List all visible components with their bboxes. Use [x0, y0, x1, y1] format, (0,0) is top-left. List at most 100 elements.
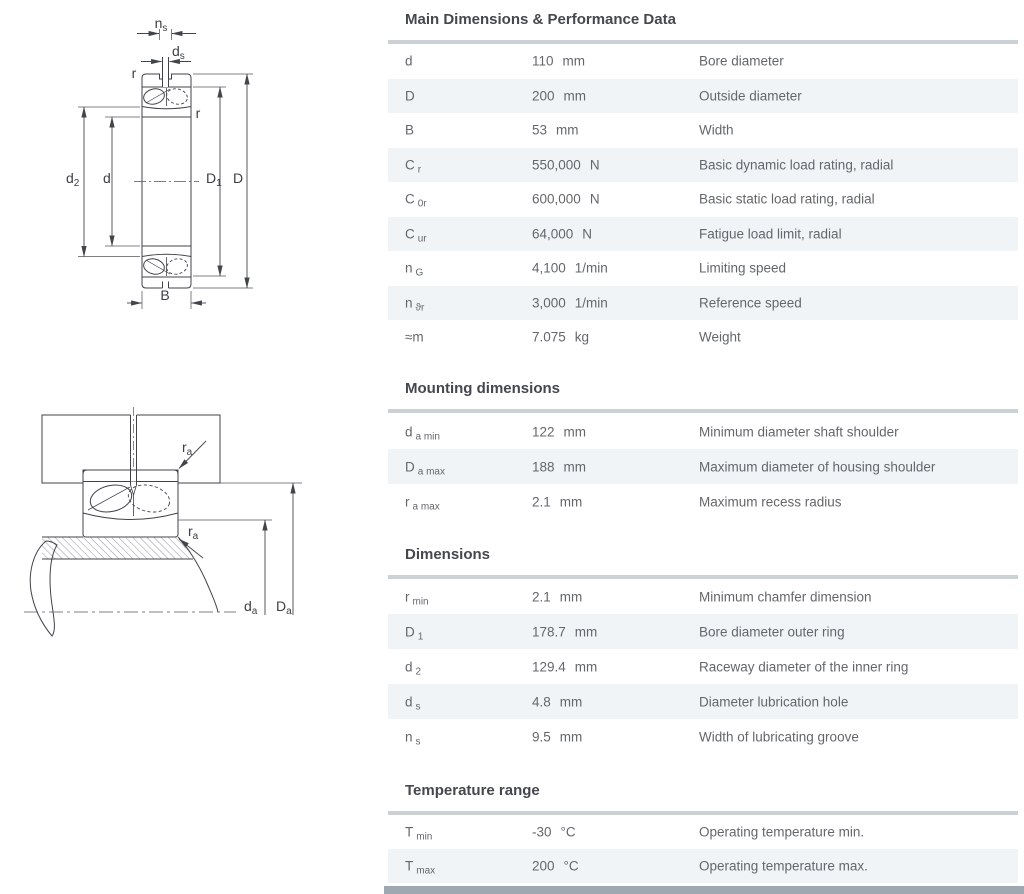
section-divider	[388, 575, 1018, 579]
dim-label-d2: d2	[66, 170, 80, 189]
description-cell: Minimum diameter shaft shoulder	[699, 424, 899, 439]
value-cell: -30°C	[532, 824, 576, 840]
description-cell: Minimum chamfer dimension	[699, 589, 872, 604]
symbol-cell: D	[405, 88, 415, 104]
dim-label-ds: ds	[172, 43, 185, 62]
description-cell: Operating temperature max.	[699, 858, 868, 874]
description-cell: Basic dynamic load rating, radial	[699, 157, 894, 173]
dim-label-da: da	[244, 598, 258, 617]
description-cell: Width	[699, 122, 734, 138]
symbol-cell: d	[405, 53, 413, 69]
description-cell: Limiting speed	[699, 260, 787, 276]
dim-label-ra-bottom: ra	[188, 523, 199, 542]
section-divider	[388, 811, 1018, 815]
description-cell: Reference speed	[699, 295, 802, 311]
dim-label-D1: D1	[206, 170, 222, 189]
description-cell: Bore diameter outer ring	[699, 624, 845, 639]
dim-label-D: D	[233, 170, 243, 186]
description-cell: Operating temperature min.	[699, 824, 865, 840]
next-section-divider	[384, 886, 1024, 894]
dim-label-r-top: r	[132, 65, 137, 81]
section-title-temperature: Temperature range	[405, 782, 540, 799]
dim-label-d: d	[103, 170, 111, 186]
bearing-cross-section-drawing: ns ds r r d2 d D1 D B	[66, 15, 253, 309]
description-cell: Outside diameter	[699, 88, 802, 104]
description-cell: Bore diameter	[699, 53, 784, 69]
dim-label-Da: Da	[276, 598, 292, 617]
section-divider	[388, 409, 1018, 413]
description-cell: Maximum diameter of housing shoulder	[699, 459, 936, 474]
section-divider	[388, 40, 1018, 44]
description-cell: Maximum recess radius	[699, 494, 842, 509]
description-cell: Weight	[699, 329, 741, 345]
description-cell: Basic static load rating, radial	[699, 191, 875, 207]
symbol-cell: B	[405, 122, 415, 138]
symbol-cell: ≈m	[405, 329, 424, 345]
description-cell: Fatigue load limit, radial	[699, 226, 842, 242]
dim-label-r-side: r	[196, 105, 201, 121]
description-cell: Width of lubricating groove	[699, 729, 859, 744]
section-title-main: Main Dimensions & Performance Data	[405, 11, 676, 28]
description-cell: Raceway diameter of the inner ring	[699, 659, 909, 674]
value-cell: 200°C	[532, 858, 579, 874]
description-cell: Diameter lubrication hole	[699, 694, 849, 709]
dim-label-ns: ns	[155, 15, 168, 34]
section-title-mounting: Mounting dimensions	[405, 380, 560, 397]
dim-label-B: B	[160, 287, 169, 303]
bearing-mounting-drawing: ra ra da Da	[24, 407, 302, 637]
